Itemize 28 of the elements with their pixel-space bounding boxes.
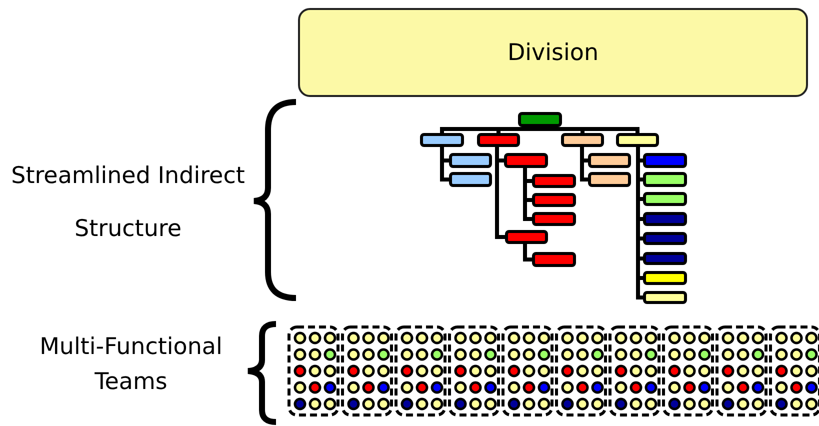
org-chart-box — [643, 153, 687, 168]
side-label: Multi-Functional Teams — [38, 333, 224, 397]
org-chart-box — [532, 252, 576, 267]
org-chart-box — [532, 212, 576, 226]
org-chart-box — [449, 153, 492, 168]
org-chart-box — [643, 291, 687, 304]
org-chart-box — [616, 133, 659, 147]
org-chart-box — [532, 174, 576, 188]
org-chart-box — [643, 271, 687, 285]
org-chart-box — [588, 172, 631, 187]
org-chart-box — [532, 193, 576, 207]
division-box — [298, 8, 808, 97]
org-chart-box — [518, 112, 562, 127]
org-chart-box — [561, 133, 604, 147]
connector-line — [523, 244, 532, 262]
box-title: Division — [507, 40, 599, 66]
org-chart-box — [505, 230, 548, 244]
org-chart-box — [643, 172, 687, 187]
org-chart-box — [477, 133, 520, 147]
org-chart-box — [643, 232, 687, 245]
org-chart-box — [643, 192, 687, 206]
org-chart-box — [643, 252, 687, 265]
org-chart-box — [504, 153, 548, 168]
org-chart-box — [449, 172, 492, 187]
side-label: Streamlined Indirect Structure — [10, 162, 246, 244]
org-chart-box — [588, 153, 631, 168]
org-chart-box — [643, 212, 687, 226]
org-chart-box — [420, 133, 464, 147]
